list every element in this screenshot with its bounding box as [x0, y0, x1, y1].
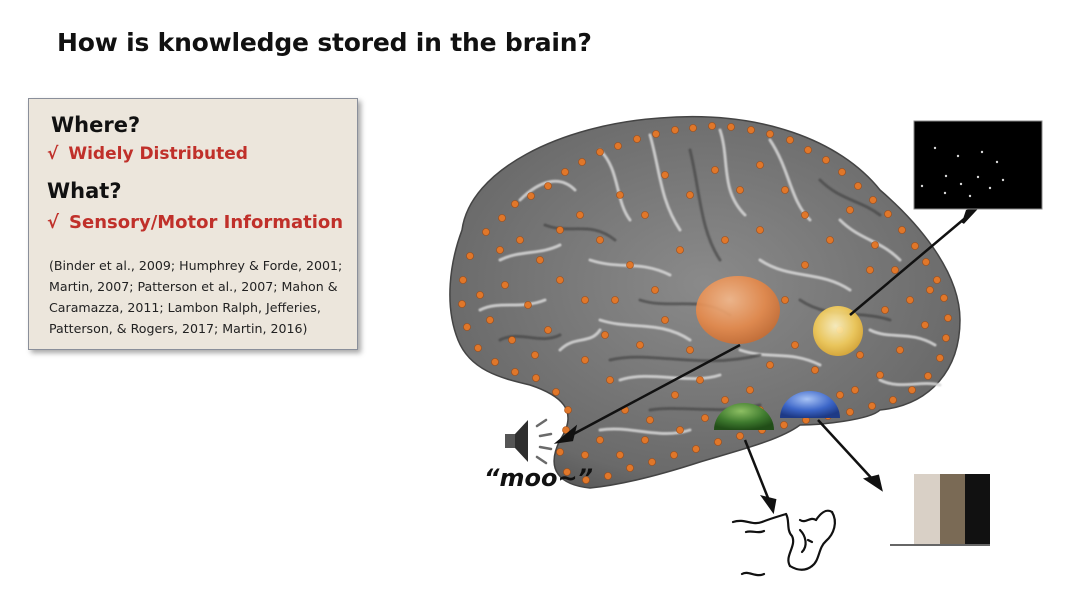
auditory-region-blob: [696, 276, 780, 344]
motion-dots-icon: [914, 121, 1042, 209]
color-swatch-icon: [890, 474, 990, 545]
sound-caption: “moo~”: [484, 464, 593, 492]
speaker-icon: [505, 420, 551, 463]
cow-outline-icon: [733, 511, 835, 575]
motion-region-blob: [813, 306, 863, 356]
